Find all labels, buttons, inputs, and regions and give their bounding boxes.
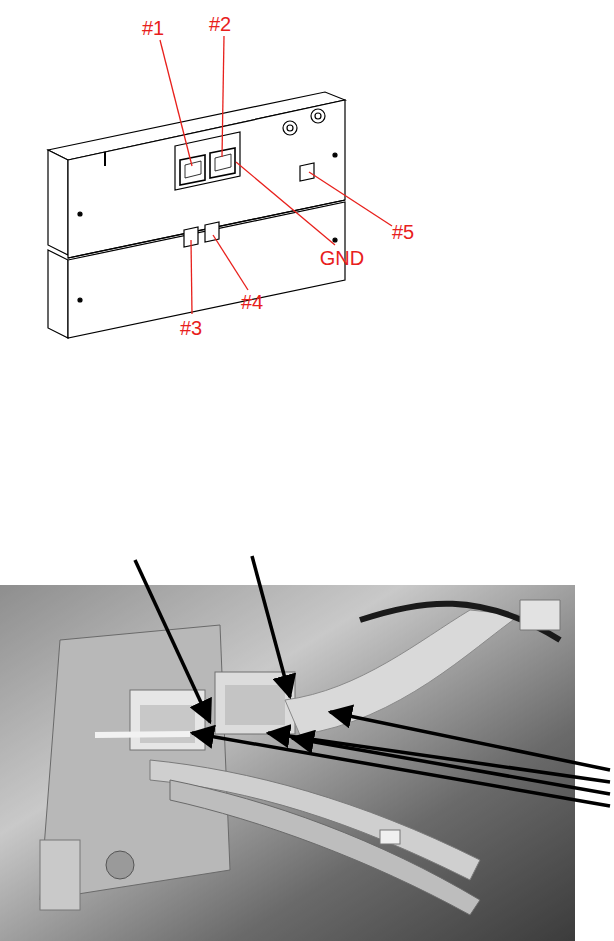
- leader-lines: [160, 36, 392, 314]
- callout-label: #5: [392, 222, 414, 242]
- callout-label: #4: [241, 292, 263, 312]
- device-drawing: [48, 92, 345, 338]
- callout-label: #2: [209, 14, 231, 34]
- pointer-arrows: [135, 556, 610, 806]
- callout-label: #3: [180, 318, 202, 338]
- callout-label: #1: [142, 18, 164, 38]
- callout-label: GND: [320, 248, 364, 268]
